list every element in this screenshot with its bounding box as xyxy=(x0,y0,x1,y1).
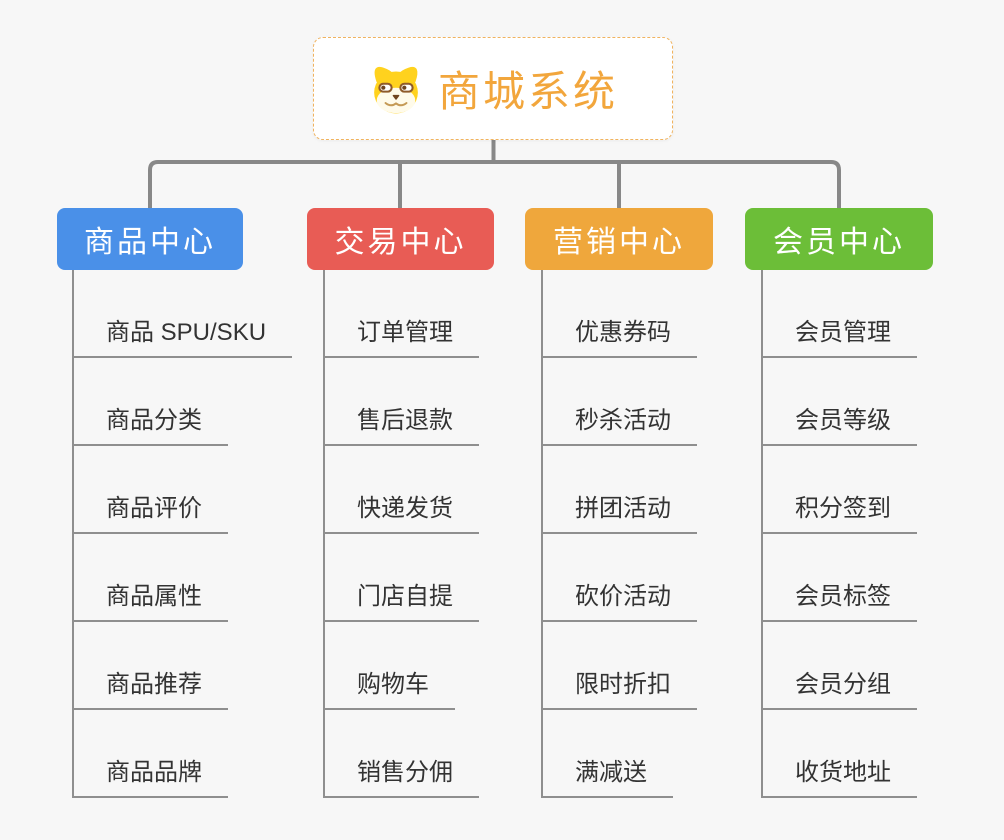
leaf-node[interactable]: 会员标签 xyxy=(763,534,917,622)
leaf-column-trade: 订单管理 售后退款 快递发货 门店自提 购物车 销售分佣 xyxy=(323,270,479,798)
shiba-dog-icon xyxy=(374,66,418,113)
leaf-column-marketing: 优惠券码 秒杀活动 拼团活动 砍价活动 限时折扣 满减送 xyxy=(541,270,697,798)
leaf-node[interactable]: 商品 SPU/SKU xyxy=(74,270,293,358)
leaf-node[interactable]: 拼团活动 xyxy=(543,446,697,534)
leaf-node[interactable]: 满减送 xyxy=(543,710,697,798)
leaf-node[interactable]: 会员等级 xyxy=(763,358,917,446)
branch-node-member-center[interactable]: 会员中心 xyxy=(745,208,933,270)
leaf-node[interactable]: 优惠券码 xyxy=(543,270,697,358)
leaf-node[interactable]: 积分签到 xyxy=(763,446,917,534)
leaf-node[interactable]: 购物车 xyxy=(325,622,479,710)
branch-label: 营销中心 xyxy=(553,226,685,259)
leaf-node[interactable]: 收货地址 xyxy=(763,710,917,798)
leaf-node[interactable]: 砍价活动 xyxy=(543,534,697,622)
leaf-node[interactable]: 会员管理 xyxy=(763,270,917,358)
leaf-node[interactable]: 订单管理 xyxy=(325,270,479,358)
leaf-node[interactable]: 限时折扣 xyxy=(543,622,697,710)
leaf-node[interactable]: 商品品牌 xyxy=(74,710,292,798)
leaf-column-member: 会员管理 会员等级 积分签到 会员标签 会员分组 收货地址 xyxy=(761,270,917,798)
leaf-node[interactable]: 售后退款 xyxy=(325,358,479,446)
leaf-node[interactable]: 商品属性 xyxy=(74,534,292,622)
branch-label: 交易中心 xyxy=(334,226,467,259)
leaf-node[interactable]: 门店自提 xyxy=(325,534,479,622)
branch-node-product-center[interactable]: 商品中心 xyxy=(57,208,243,270)
leaf-column-product: 商品 SPU/SKU 商品分类 商品评价 商品属性 商品推荐 商品品牌 xyxy=(72,270,293,798)
leaf-node[interactable]: 快递发货 xyxy=(325,446,479,534)
branch-node-marketing-center[interactable]: 营销中心 xyxy=(525,208,713,270)
leaf-node[interactable]: 商品推荐 xyxy=(74,622,292,710)
leaf-node[interactable]: 会员分组 xyxy=(763,622,917,710)
branch-label: 会员中心 xyxy=(773,226,905,259)
branch-node-trade-center[interactable]: 交易中心 xyxy=(307,208,494,270)
leaf-node[interactable]: 销售分佣 xyxy=(325,710,479,798)
leaf-node[interactable]: 秒杀活动 xyxy=(543,358,697,446)
branch-label: 商品中心 xyxy=(84,226,216,259)
leaf-node[interactable]: 商品评价 xyxy=(74,446,292,534)
root-title: 商城系统 xyxy=(437,68,618,115)
root-node[interactable]: 商城系统 xyxy=(313,37,673,140)
leaf-node[interactable]: 商品分类 xyxy=(74,358,292,446)
